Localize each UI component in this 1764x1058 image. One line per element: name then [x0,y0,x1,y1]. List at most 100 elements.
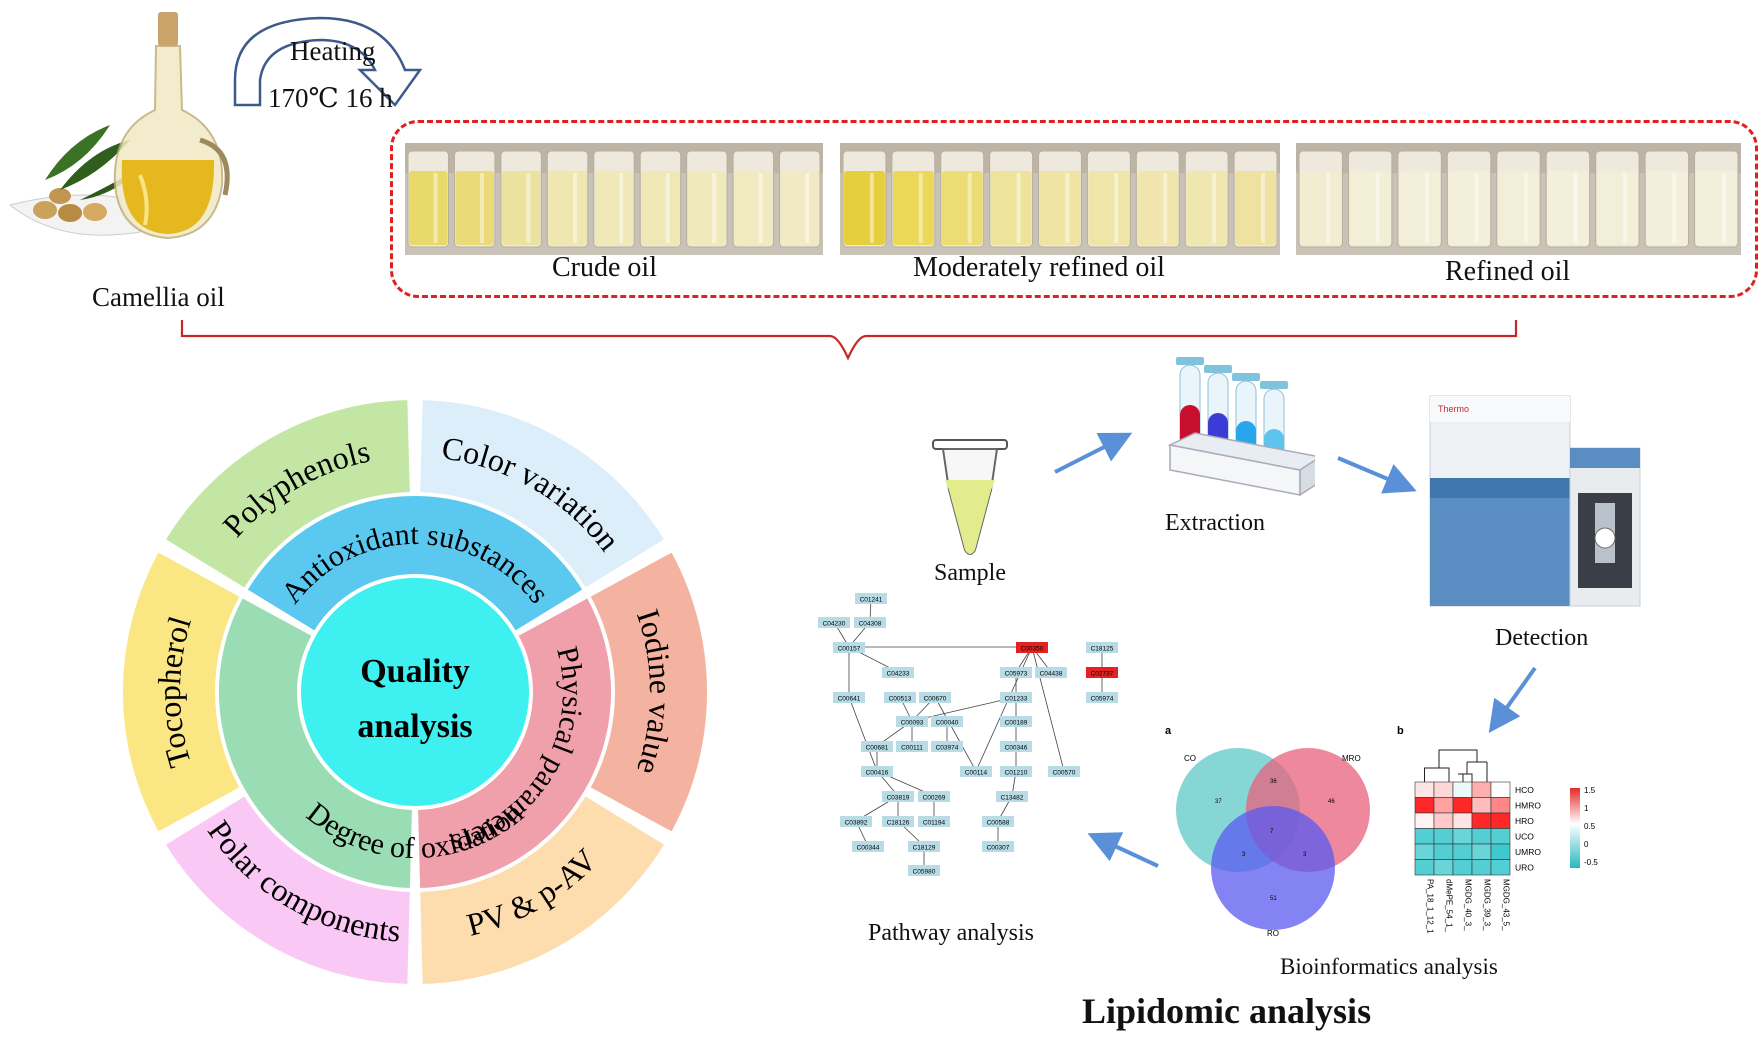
heatmap-cell [1433,828,1454,845]
svg-text:37: 37 [1215,799,1222,805]
center-title-line1: Quality [360,653,470,690]
moderately-refined-oil-photo [840,143,1280,255]
outer-segment [123,552,240,832]
pathway-node [908,841,940,852]
svg-text:CO: CO [1184,754,1196,763]
svg-text:RO: RO [1267,929,1279,938]
pathway-node-label: C01210 [1005,770,1028,777]
heatmap-cell [1490,828,1511,845]
pathway-node [854,617,886,628]
pathway-edge [848,696,878,772]
pathway-node [1048,766,1080,777]
pathway-node-label: C00093 [901,720,924,727]
heatmap-cell [1471,843,1492,860]
heatmap-cell [1433,812,1454,829]
pathway-node-label: C01194 [923,820,946,827]
pathway-node-label: C00670 [924,696,947,703]
oil-samples-frame [390,120,1758,298]
pathway-node [896,716,928,727]
sample-tube-icon [932,439,1008,555]
pathway-node [840,816,872,827]
pathway-node [852,841,884,852]
pathway-node-label: C00641 [838,696,861,703]
pathway-node-label: C00681 [866,745,889,752]
heatmap-cell [1471,797,1492,814]
pathway-node [918,791,950,802]
sample-label: Sample [934,560,1006,586]
pathway-node-label: C00346 [1005,745,1028,752]
heatmap-row-label: UMRO [1515,847,1541,857]
svg-text:51: 51 [1270,896,1277,902]
heatmap-cell [1490,812,1511,829]
pathway-node [1086,642,1118,653]
heatmap-row-label: HRO [1515,816,1534,826]
pathway-node-label: C00416 [866,770,889,777]
heatmap-cell [1490,859,1511,876]
heatmap-col-label: dMePE_54_1_ [1445,879,1454,932]
svg-text:Thermo: Thermo [1438,404,1469,414]
pathway-analysis-label: Pathway analysis [868,920,1034,946]
pathway-node [896,741,928,752]
heatmap-cell [1471,781,1492,798]
heatmap-cell [1490,843,1511,860]
pathway-node-label: C04308 [859,621,882,628]
detection-label: Detection [1495,625,1589,651]
heatmap-row-label: URO [1515,863,1534,873]
svg-text:3: 3 [1242,852,1246,858]
pathway-node [1000,667,1032,678]
pathway-node-label: C00570 [1053,770,1076,777]
outer-segment [590,552,707,832]
heatmap-cell [1452,812,1473,829]
heatmap-dendrogram [1424,749,1488,782]
heatmap-cell [1452,843,1473,860]
pathway-node [1000,741,1032,752]
pathway-node-label: C00307 [987,845,1010,852]
camellia-oil-illustration [8,12,230,240]
pathway-edge [975,646,1033,772]
refined-oil-label: Refined oil [1445,256,1571,287]
tube-cap [1176,357,1204,365]
refined-oil-photo [1296,143,1741,255]
tube-cap [1204,365,1232,373]
pathway-edge [911,696,1017,722]
pathway-node-label: C00040 [936,720,959,727]
outer-segment [166,796,410,984]
heating-condition: 170℃ 16 h [268,83,393,113]
svg-text:46: 46 [1328,799,1335,805]
heating-label: Heating [290,36,376,66]
pathway-node-label: C18126 [887,820,910,827]
heatmap-col-label: MGDG_40_3_ [1464,879,1473,931]
heatmap-cell [1414,797,1435,814]
grouping-bracket [180,320,1518,361]
pathway-node [833,642,865,653]
pathway-node [908,865,940,876]
pathway-node-label: C00350 [1021,646,1044,653]
pathway-node [855,593,887,604]
heatmap-row-label: HCO [1515,785,1534,795]
pathway-node [982,841,1014,852]
pathway-node [861,741,893,752]
pathway-node-label: C00157 [838,646,861,653]
heatmap-color-scale [1570,788,1580,868]
heatmap-row-label: UCO [1515,832,1534,842]
pathway-node [931,741,963,752]
heating-arrow [233,16,423,107]
heatmap-cell [1414,781,1435,798]
pathway-node-label: C00513 [889,696,912,703]
svg-text:3: 3 [1303,852,1307,858]
heatmap-cell [1452,828,1473,845]
heatmap-cell [1471,812,1492,829]
pathway-node-label: C03819 [887,795,910,802]
heatmap-cell [1452,797,1473,814]
tube-cap [1232,373,1260,381]
pathway-node-label: C00189 [1005,720,1028,727]
extraction-rack-icon [1167,357,1315,497]
svg-text:MRO: MRO [1342,754,1361,763]
heatmap-col-label: MGDG_43_5_ [1502,879,1511,931]
pathway-node [818,617,850,628]
crude-oil-photo [405,143,823,255]
inner-segment [247,496,583,631]
tube-cap [1260,381,1288,389]
heatmap-cell [1433,843,1454,860]
